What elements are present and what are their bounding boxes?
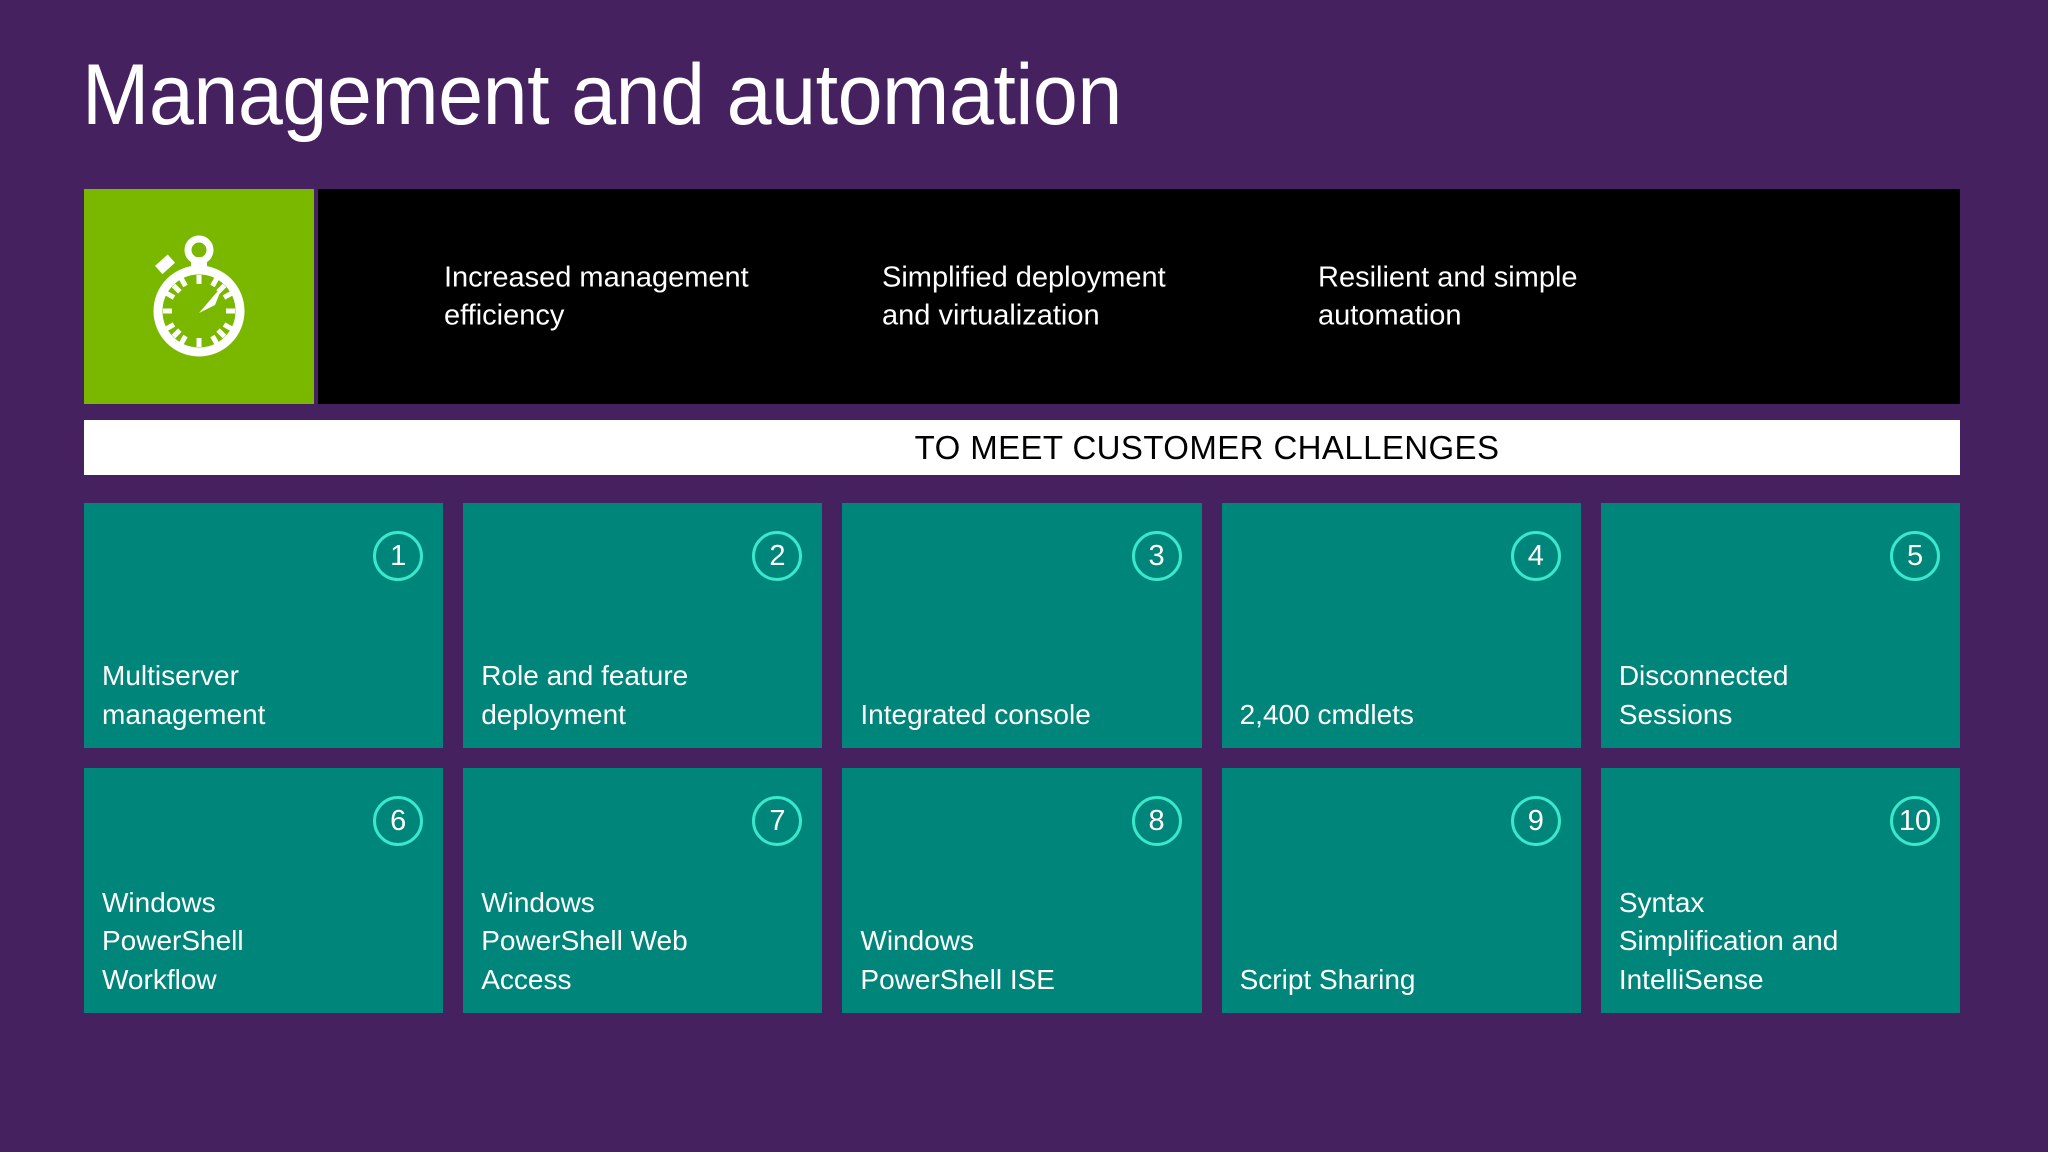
header-band: Increased management efficiency Simplifi… <box>84 189 1960 404</box>
tile-label: Script Sharing <box>1239 963 1416 995</box>
tile-label: Role and feature deployment <box>481 660 689 730</box>
tile-number-badge: 2 <box>752 531 803 581</box>
tile-5[interactable]: 5 Disconnected Sessions <box>1600 503 1961 748</box>
tile-9[interactable]: 9 Script Sharing <box>1221 768 1581 1013</box>
icon-tile <box>84 189 314 404</box>
tile-3[interactable]: 3 Integrated console <box>842 503 1202 748</box>
banner: TO MEET CUSTOMER CHALLENGES <box>84 420 1960 475</box>
banner-text: TO MEET CUSTOMER CHALLENGES <box>914 428 1500 466</box>
tile-number-badge: 10 <box>1890 796 1941 846</box>
tile-label: Windows PowerShell Workflow <box>102 886 244 995</box>
tile-label: Multiserver management <box>102 660 266 730</box>
tile-row-1: 1 Multiserver management 2 Role and feat… <box>84 503 1961 748</box>
benefit-item-2: Simplified deployment and virtualization <box>882 260 1166 332</box>
tile-number-badge: 6 <box>373 796 424 846</box>
tile-4[interactable]: 4 2,400 cmdlets <box>1221 503 1581 748</box>
tile-1[interactable]: 1 Multiserver management <box>84 503 444 748</box>
tile-label: Windows PowerShell Web Access <box>481 886 688 995</box>
tile-label: Disconnected Sessions <box>1618 660 1789 730</box>
tile-10[interactable]: 10 Syntax Simplification and IntelliSens… <box>1600 768 1961 1013</box>
tile-label: Windows PowerShell ISE <box>860 925 1055 995</box>
tile-2[interactable]: 2 Role and feature deployment <box>463 503 823 748</box>
benefit-item-1: Increased management efficiency <box>444 260 749 332</box>
tile-6[interactable]: 6 Windows PowerShell Workflow <box>84 768 444 1013</box>
tile-7[interactable]: 7 Windows PowerShell Web Access <box>463 768 823 1013</box>
tile-number-badge: 3 <box>1131 531 1182 581</box>
benefit-item-3: Resilient and simple automation <box>1318 260 1578 332</box>
tile-grid: 1 Multiserver management 2 Role and feat… <box>84 503 1961 1033</box>
tile-number-badge: 1 <box>373 531 424 581</box>
tile-label: Syntax Simplification and IntelliSense <box>1618 886 1839 995</box>
page-title: Management and automation <box>82 47 1122 143</box>
tile-number-badge: 5 <box>1890 531 1941 581</box>
tile-number-badge: 7 <box>752 796 803 846</box>
tile-8[interactable]: 8 Windows PowerShell ISE <box>842 768 1202 1013</box>
tile-number-badge: 8 <box>1131 796 1182 846</box>
tile-row-2: 6 Windows PowerShell Workflow 7 Windows … <box>84 768 1961 1013</box>
tile-label: Integrated console <box>860 698 1091 730</box>
tile-number-badge: 9 <box>1510 796 1561 846</box>
tile-label: 2,400 cmdlets <box>1239 698 1414 730</box>
benefit-bar: Increased management efficiency Simplifi… <box>318 189 1960 404</box>
tile-number-badge: 4 <box>1510 531 1561 581</box>
stopwatch-icon <box>153 235 245 356</box>
